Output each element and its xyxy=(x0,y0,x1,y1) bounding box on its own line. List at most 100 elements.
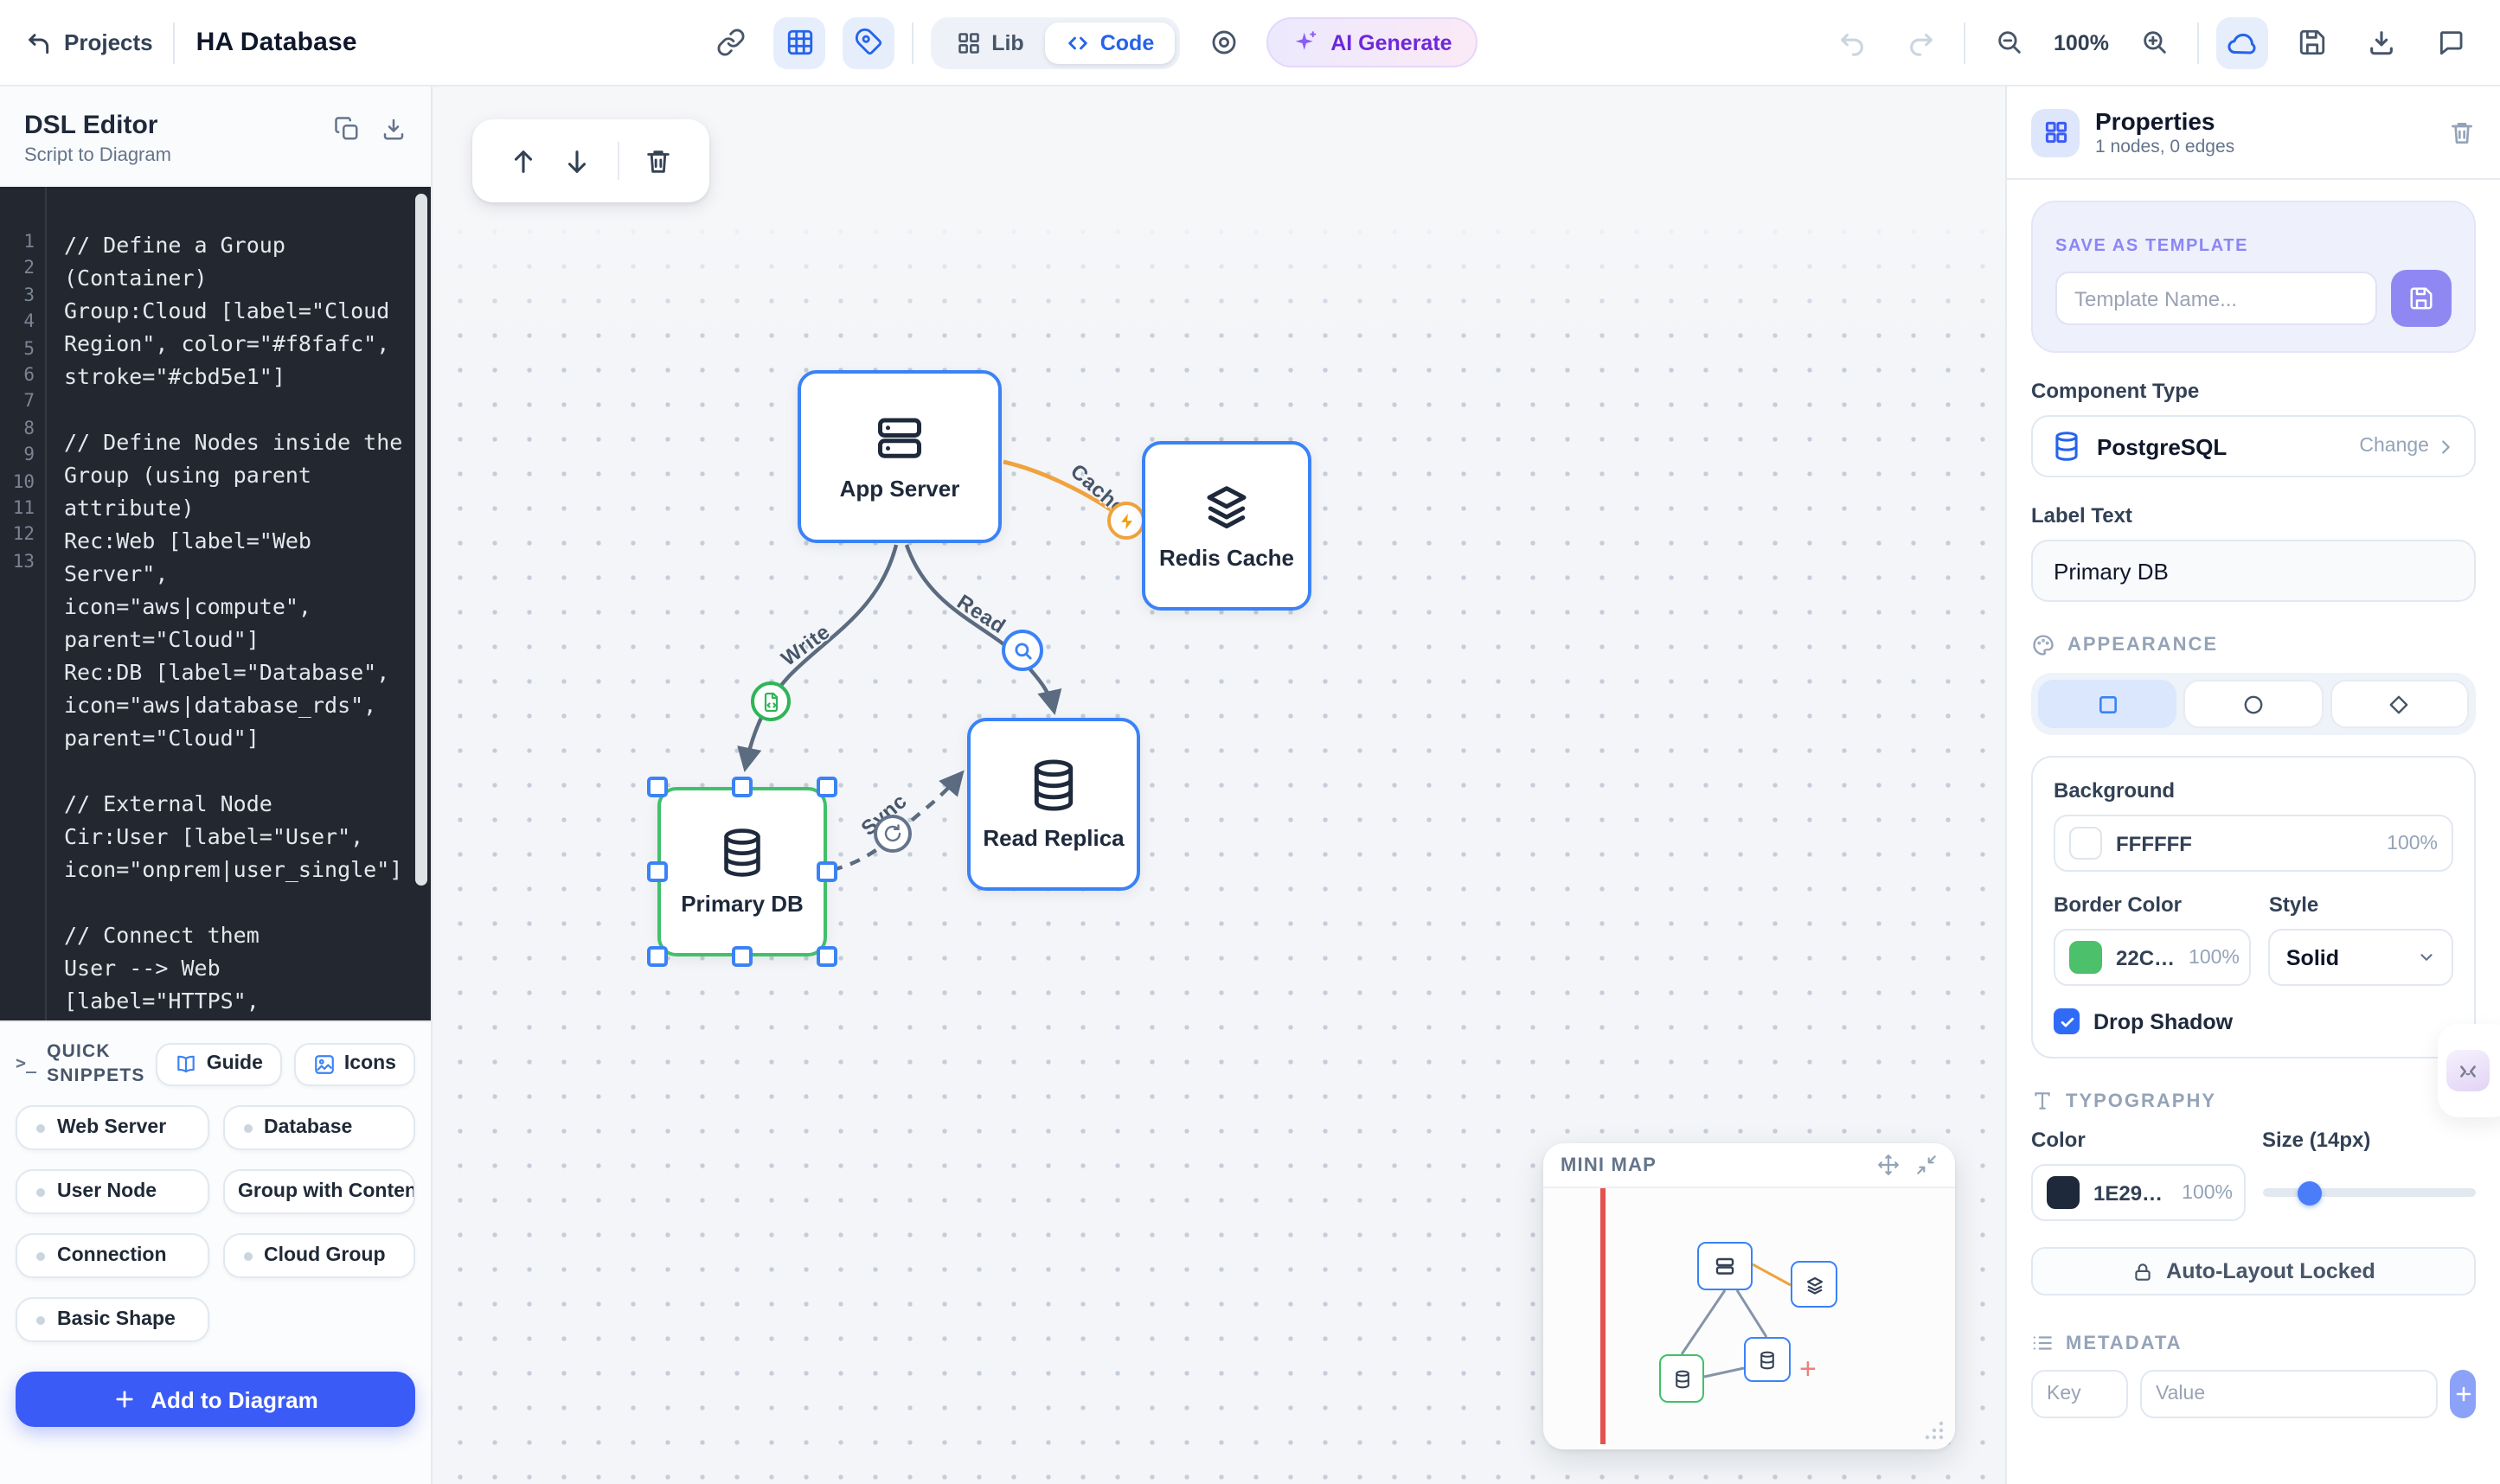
cloud-icon xyxy=(2228,32,2256,54)
cache-edge-badge[interactable] xyxy=(1107,502,1145,540)
snippet-database[interactable]: Database xyxy=(222,1105,415,1151)
add-metadata-button[interactable] xyxy=(2450,1370,2476,1418)
label-text-input[interactable] xyxy=(2031,540,2476,602)
selection-handle-nw[interactable] xyxy=(647,777,668,797)
selection-handle-sw[interactable] xyxy=(647,946,668,967)
diagram-canvas[interactable]: Write Read Cache Sync App Server xyxy=(433,86,2005,1484)
link-button[interactable] xyxy=(704,16,756,68)
mini-map[interactable]: MINI MAP xyxy=(1543,1143,1955,1449)
font-size-slider[interactable] xyxy=(2262,1164,2476,1221)
add-to-diagram-button[interactable]: Add to Diagram xyxy=(16,1372,415,1428)
shape-circle-option[interactable] xyxy=(2183,680,2324,728)
quick-snippets-header: QUICK SNIPPETS xyxy=(47,1041,145,1087)
collapse-panel-button[interactable] xyxy=(2446,1050,2490,1091)
text-color-opacity: 100% xyxy=(2182,1182,2233,1203)
chevron-right-icon xyxy=(2442,439,2450,453)
node-read-replica[interactable]: Read Replica xyxy=(967,718,1140,891)
snippet-cloud-group[interactable]: Cloud Group xyxy=(222,1233,415,1279)
node-primary-db[interactable]: Primary DB xyxy=(657,787,827,956)
selection-handle-n[interactable] xyxy=(732,777,753,797)
server-icon xyxy=(1715,1257,1734,1275)
panel-collapse-tab xyxy=(2438,1024,2500,1117)
snippet-basic-shape[interactable]: Basic Shape xyxy=(16,1297,208,1343)
copy-icon[interactable] xyxy=(334,116,360,142)
snap-button[interactable] xyxy=(843,16,895,68)
top-bar: Projects HA Database Lib xyxy=(0,0,2500,86)
metadata-key-input[interactable] xyxy=(2031,1370,2128,1418)
code-scrollbar[interactable] xyxy=(415,194,427,886)
background-color-row[interactable]: FFFFFF 100% xyxy=(2054,815,2453,872)
move-up-icon[interactable] xyxy=(508,146,537,176)
circle-icon xyxy=(2244,694,2263,713)
zoom-in-button[interactable] xyxy=(2128,16,2180,68)
shape-selector xyxy=(2031,673,2476,735)
change-component-button[interactable]: Change xyxy=(2359,436,2455,457)
download-code-icon[interactable] xyxy=(381,116,407,142)
projects-label: Projects xyxy=(64,29,153,55)
mini-map-viewport[interactable]: + xyxy=(1543,1188,1955,1449)
icons-label: Icons xyxy=(343,1053,396,1075)
component-type-value: PostgreSQL xyxy=(2097,433,2228,459)
template-name-input[interactable] xyxy=(2055,272,2377,325)
border-style-select[interactable]: Solid xyxy=(2268,929,2453,986)
ai-generate-button[interactable]: AI Generate xyxy=(1266,17,1478,67)
preview-button[interactable] xyxy=(1197,16,1249,68)
redo-button[interactable] xyxy=(1894,16,1946,68)
mini-map-plus-marker: + xyxy=(1799,1353,1817,1385)
divider xyxy=(2007,178,2500,180)
node-app-server[interactable]: App Server xyxy=(798,370,1002,543)
write-edge-badge[interactable] xyxy=(751,681,791,721)
database-icon xyxy=(724,828,760,877)
slider-thumb[interactable] xyxy=(2297,1180,2322,1205)
export-button[interactable] xyxy=(2355,16,2407,68)
guide-button[interactable]: Guide xyxy=(156,1042,282,1086)
cloud-sync-button[interactable] xyxy=(2216,16,2268,68)
tab-lib[interactable]: Lib xyxy=(936,22,1045,63)
border-style-value: Solid xyxy=(2285,945,2339,969)
metadata-value-input[interactable] xyxy=(2140,1370,2438,1418)
node-redis-cache[interactable]: Redis Cache xyxy=(1142,441,1311,611)
shape-square-option[interactable] xyxy=(2038,680,2177,728)
selection-handle-e[interactable] xyxy=(817,861,837,882)
trash-icon[interactable] xyxy=(644,146,674,176)
sync-edge-badge[interactable] xyxy=(874,815,912,853)
comments-button[interactable] xyxy=(2424,16,2476,68)
selection-handle-w[interactable] xyxy=(647,861,668,882)
snippet-group-with-content[interactable]: Group with Content xyxy=(222,1169,415,1215)
undo-button[interactable] xyxy=(1825,16,1877,68)
grid-view-button[interactable] xyxy=(773,16,826,68)
component-type-card[interactable]: PostgreSQL Change xyxy=(2031,415,2476,477)
dsl-code[interactable]: // Define a Group (Container) Group:Clou… xyxy=(64,232,403,1014)
topbar-right: 100% xyxy=(1825,16,2476,68)
resize-grip-icon[interactable] xyxy=(1924,1420,1945,1441)
auto-layout-locked-button[interactable]: Auto-Layout Locked xyxy=(2031,1247,2476,1295)
snippet-connection[interactable]: Connection xyxy=(16,1233,208,1279)
plus-icon xyxy=(116,1391,133,1409)
drop-shadow-toggle[interactable]: Drop Shadow xyxy=(2054,1008,2453,1034)
zoom-out-button[interactable] xyxy=(1983,16,2035,68)
save-button[interactable] xyxy=(2285,16,2337,68)
save-icon xyxy=(2298,29,2324,55)
shape-diamond-option[interactable] xyxy=(2330,680,2469,728)
snippet-user-node[interactable]: User Node xyxy=(16,1169,208,1215)
bolt-icon xyxy=(1120,512,1131,529)
canvas-toolbar xyxy=(472,119,709,202)
text-color-row[interactable]: 1E29… 100% xyxy=(2031,1164,2245,1221)
collapse-icon[interactable] xyxy=(1915,1154,1938,1176)
save-template-button[interactable] xyxy=(2391,270,2452,327)
icons-button[interactable]: Icons xyxy=(293,1042,415,1086)
move-down-icon[interactable] xyxy=(562,146,592,176)
snippet-web-server[interactable]: Web Server xyxy=(16,1105,208,1151)
border-color-row[interactable]: 22C… 100% xyxy=(2054,929,2252,986)
read-edge-badge[interactable] xyxy=(1002,630,1043,671)
selection-handle-se[interactable] xyxy=(817,946,837,967)
tab-code[interactable]: Code xyxy=(1044,22,1176,63)
selection-handle-ne[interactable] xyxy=(817,777,837,797)
move-icon[interactable] xyxy=(1877,1154,1900,1176)
selection-handle-s[interactable] xyxy=(732,946,753,967)
code-editor[interactable]: 1 2 3 4 5 6 7 8 9 10 11 12 13 // Define … xyxy=(0,187,431,1020)
redo-icon xyxy=(1909,33,1932,56)
topbar-left: Projects HA Database xyxy=(24,22,357,63)
delete-node-button[interactable] xyxy=(2448,118,2476,146)
back-to-projects-button[interactable]: Projects xyxy=(24,29,153,56)
